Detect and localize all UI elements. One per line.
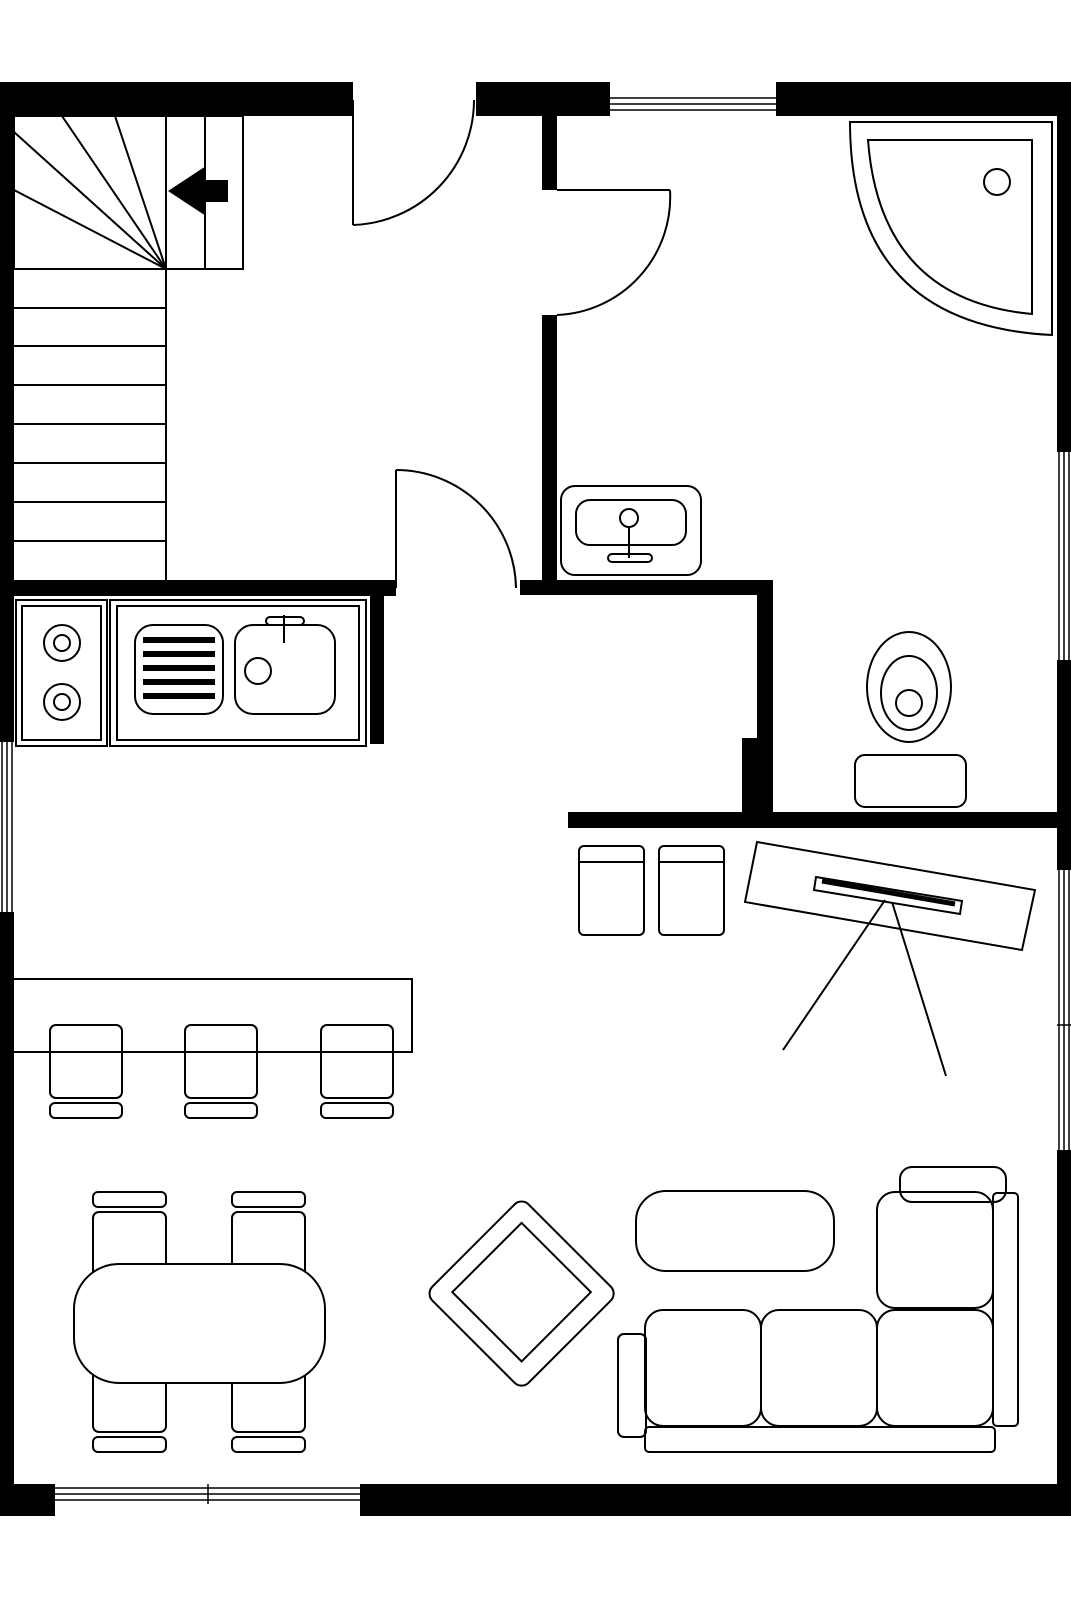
door-bathroom[interactable]: [556, 189, 672, 316]
interior-walls: [14, 116, 1057, 828]
wall-pillar: [742, 738, 762, 818]
wall-stair-kitchen: [14, 580, 396, 596]
window-right-upper: [1058, 452, 1070, 660]
stool-right: [658, 845, 725, 936]
tv-stand-icon: [743, 840, 1037, 1077]
bar-chair-3: [320, 1024, 394, 1119]
shower-icon: [848, 121, 1053, 337]
dining-table-icon: [73, 1191, 326, 1453]
wall-bath-bottom: [568, 812, 1057, 828]
wall-top-mid: [476, 82, 610, 116]
bar-chair-1: [49, 1024, 123, 1119]
wall-bottom-right: [360, 1484, 1071, 1516]
wall-bathroom-left-lower: [542, 315, 557, 595]
wall-bathroom-left-upper: [542, 116, 557, 190]
door-entrance[interactable]: [352, 99, 475, 226]
stove-icon: [15, 599, 108, 747]
sofa-icon: [617, 1166, 1019, 1453]
sink-icon: [109, 599, 367, 747]
wall-bottom-left: [0, 1484, 55, 1516]
outer-walls: [0, 82, 1071, 1516]
wall-hall-bath: [520, 580, 773, 595]
wall-top-right: [776, 82, 1071, 116]
wall-left-upper: [0, 82, 14, 742]
wall-top-left: [0, 82, 353, 116]
wall-right-low: [1057, 1150, 1071, 1516]
window-bottom: [55, 1484, 360, 1504]
bar-counter: [14, 978, 413, 1053]
stool-left: [578, 845, 645, 936]
toilet-icon: [854, 631, 967, 808]
wall-left-lower: [0, 912, 14, 1516]
stairs-arrow-icon: [168, 166, 228, 216]
bar-chair-2: [184, 1024, 258, 1119]
window-right-lower: [1057, 870, 1071, 1150]
armchair-icon: [428, 1200, 615, 1387]
washbasin-icon: [560, 485, 702, 576]
staircase: [13, 115, 244, 580]
door-hall[interactable]: [395, 469, 517, 589]
coffee-table: [635, 1190, 835, 1272]
wall-kitchen-end: [370, 596, 384, 744]
wall-right-mid: [1057, 660, 1071, 870]
windows: [1, 97, 1071, 1504]
wall-right-upper: [1057, 82, 1071, 452]
window-left: [1, 742, 13, 912]
doors: [352, 99, 672, 589]
window-top: [610, 97, 776, 111]
